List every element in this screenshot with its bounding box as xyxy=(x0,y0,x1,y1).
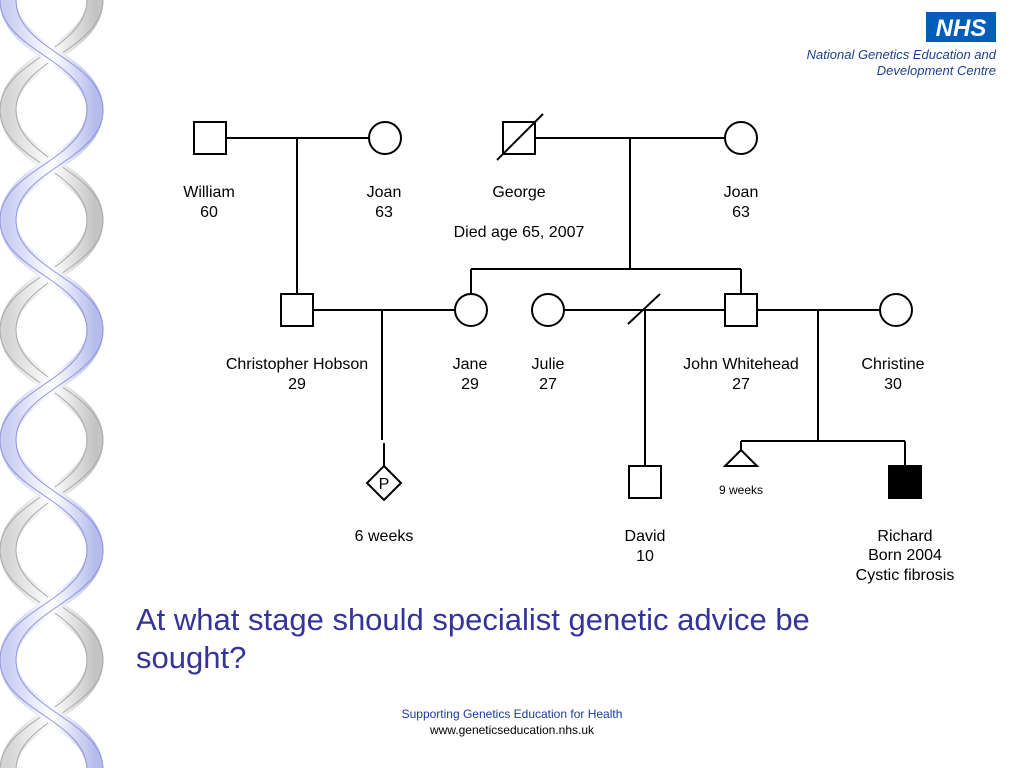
pregnancy-symbol xyxy=(365,464,403,502)
label-richard-name: Richard xyxy=(877,528,932,545)
organisation-name-line1: National Genetics Education and xyxy=(806,47,996,62)
question-heading: At what stage should specialist genetic … xyxy=(136,602,810,675)
pedigree-symbols xyxy=(193,113,922,502)
label-george-note: Died age 65, 2007 xyxy=(454,224,585,241)
label-john-age: 27 xyxy=(732,376,750,393)
label-jane-age: 29 xyxy=(461,376,479,393)
footer: Supporting Genetics Education for Health… xyxy=(312,706,712,738)
label-jane-name: Jane xyxy=(453,356,488,373)
female-symbol-julie xyxy=(531,293,565,327)
organisation-name-line2: Development Centre xyxy=(876,63,996,78)
dna-helix-decoration xyxy=(0,0,104,768)
nhs-logo-text: NHS xyxy=(936,15,987,42)
label-christopher-name: Christopher Hobson xyxy=(226,356,368,373)
pedigree-labels: William 60 Joan 63 George Died age 65, 2… xyxy=(183,184,954,584)
label-julie-name: Julie xyxy=(532,356,565,373)
label-christine-age: 30 xyxy=(884,376,902,393)
label-richard-born: Born 2004 xyxy=(868,547,942,564)
footer-url: www.geneticseducation.nhs.uk xyxy=(429,723,595,737)
label-pregnancy-gestation: 6 weeks xyxy=(355,528,414,545)
pedigree-lines xyxy=(226,137,906,466)
female-symbol-joan-right xyxy=(724,121,758,155)
label-christopher-age: 29 xyxy=(288,376,306,393)
female-symbol-jane xyxy=(454,293,488,327)
female-symbol-joan-left xyxy=(368,121,402,155)
male-symbol-john xyxy=(724,293,758,327)
label-richard-condition: Cystic fibrosis xyxy=(856,567,955,584)
label-john-name: John Whitehead xyxy=(683,356,799,373)
separation-mark-julie-john xyxy=(627,293,661,325)
label-christine-name: Christine xyxy=(861,356,924,373)
miscarriage-symbol xyxy=(722,448,760,467)
deceased-mark-george xyxy=(496,113,544,161)
label-julie-age: 27 xyxy=(539,376,557,393)
female-symbol-christine xyxy=(879,293,913,327)
pedigree-diagram: William 60 Joan 63 George Died age 65, 2… xyxy=(183,113,954,584)
affected-male-symbol-richard xyxy=(888,465,922,499)
label-joan-left-age: 63 xyxy=(375,204,393,221)
label-william-name: William xyxy=(183,184,235,201)
organisation-name: National Genetics Education and Developm… xyxy=(807,47,996,79)
label-joan-right-age: 63 xyxy=(732,204,750,221)
pregnancy-symbol-letter: P xyxy=(379,476,390,493)
male-symbol-william xyxy=(193,121,227,155)
label-david-age: 10 xyxy=(636,548,654,565)
label-joan-right-name: Joan xyxy=(724,184,759,201)
label-joan-left-name: Joan xyxy=(367,184,402,201)
helix-strand-blue xyxy=(0,0,104,768)
male-symbol-christopher xyxy=(280,293,314,327)
label-david-name: David xyxy=(625,528,666,545)
label-william-age: 60 xyxy=(200,204,218,221)
helix-strand-blue-outline xyxy=(0,0,104,768)
nhs-logo: NHS xyxy=(926,12,996,42)
label-miscarriage-gestation: 9 weeks xyxy=(719,483,763,497)
label-george-name: George xyxy=(492,184,545,201)
footer-tagline: Supporting Genetics Education for Health xyxy=(401,707,623,721)
male-symbol-david xyxy=(628,465,662,499)
